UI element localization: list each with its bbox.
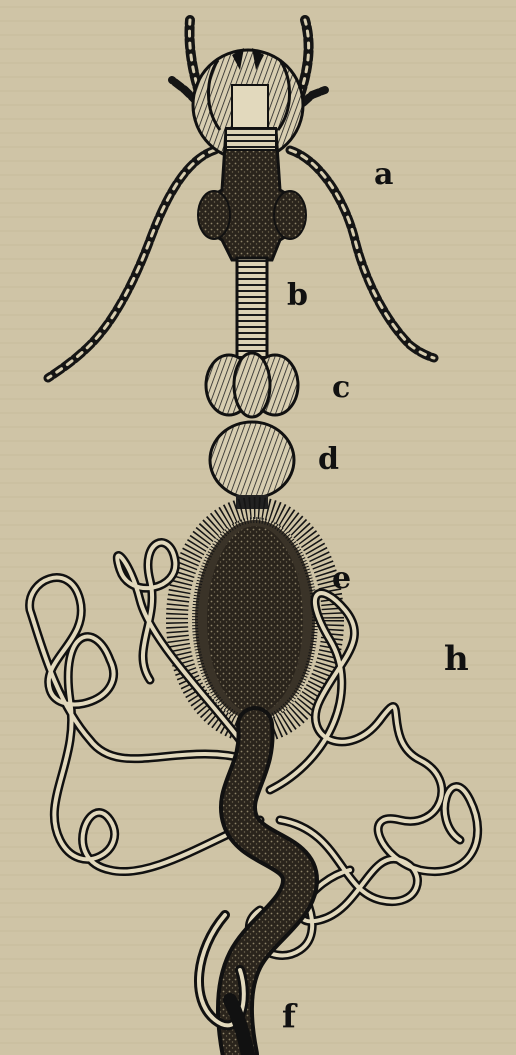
label-e: e — [332, 564, 351, 594]
label-h: h — [444, 642, 469, 676]
gizzard-d — [210, 422, 294, 498]
esophagus-b — [237, 258, 267, 358]
label-f: f — [282, 1000, 296, 1032]
label-a: a — [374, 160, 393, 190]
label-d: d — [318, 445, 339, 475]
proventriculus-c — [206, 353, 298, 417]
label-b: b — [287, 281, 308, 311]
label-c: c — [332, 373, 350, 403]
